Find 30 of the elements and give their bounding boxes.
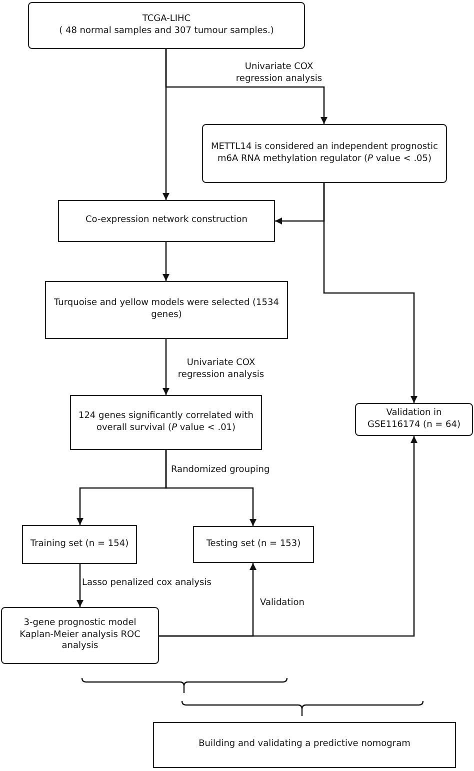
process-box bbox=[153, 722, 456, 768]
box-text: 124 genes significantly correlated with overall survival (P value < .01) bbox=[77, 410, 255, 434]
box-text: TCGA-LIHC bbox=[142, 14, 191, 26]
box-text: METTL14 is considered an independent prognostic m6A RNA methylation regulator (P value < .05) bbox=[210, 142, 440, 166]
arrow bbox=[162, 339, 170, 395]
process-box bbox=[58, 200, 275, 242]
edge-label: Randomized grouping bbox=[170, 465, 271, 477]
rounded-process-box bbox=[355, 403, 473, 436]
box-text: ( 48 normal samples and 307 tumour samples.) bbox=[59, 26, 274, 38]
process-box bbox=[45, 281, 288, 339]
box-text: Training set (n = 154) bbox=[30, 538, 129, 550]
rounded-process-box bbox=[28, 2, 305, 49]
process-box bbox=[70, 395, 262, 450]
process-box bbox=[22, 525, 137, 564]
arrow bbox=[165, 49, 328, 124]
arrow bbox=[76, 564, 84, 607]
rounded-process-box bbox=[1, 607, 159, 664]
box-text: Co-expression network construction bbox=[86, 215, 248, 227]
arrow bbox=[165, 450, 256, 526]
box-text: Testing set (n = 153) bbox=[206, 538, 301, 550]
box-text: Turquoise and yellow models were selected (1534 genes) bbox=[53, 298, 280, 322]
edge-label: Lasso penalized cox analysis bbox=[81, 578, 212, 590]
arrow bbox=[159, 436, 418, 637]
box-text: 3-gene prognostic model Kaplan-Meier analysis ROC analysis bbox=[18, 618, 142, 654]
arrow bbox=[323, 183, 418, 403]
rounded-process-box bbox=[202, 124, 447, 183]
box-text: Building and validating a predictive nomogram bbox=[198, 739, 410, 751]
process-box bbox=[193, 526, 314, 563]
box-text: Validation in GSE116174 (n = 64) bbox=[366, 408, 462, 432]
arrow bbox=[162, 242, 170, 281]
